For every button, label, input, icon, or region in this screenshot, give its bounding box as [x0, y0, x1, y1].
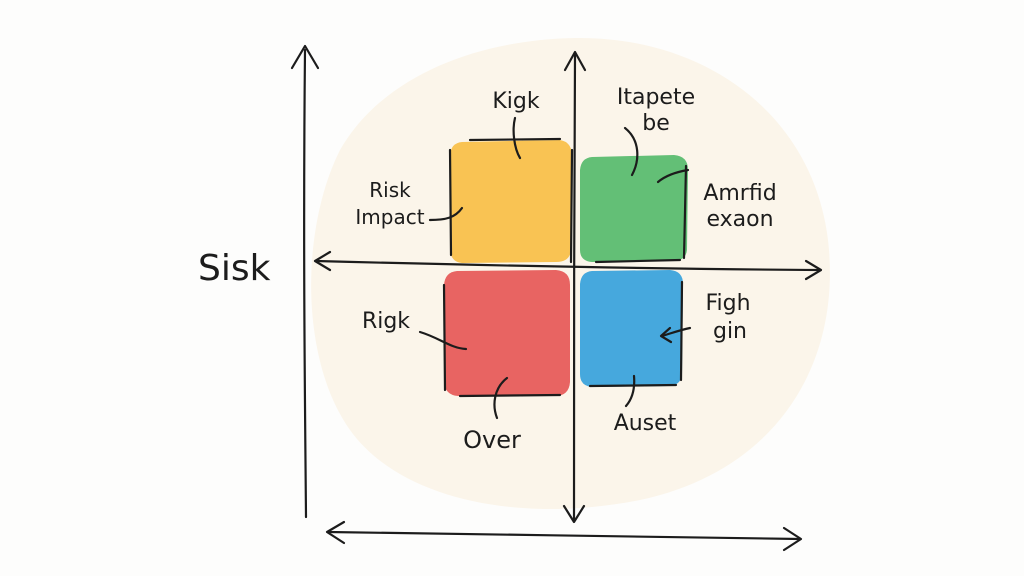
- quadrant-bottom-left: [444, 270, 570, 396]
- quadrant-top-left: [450, 140, 572, 263]
- connector-right-lower: [660, 326, 692, 338]
- label-top-center: Kigk: [492, 89, 540, 114]
- label-left-upper-line1: Risk: [369, 178, 411, 202]
- label-right-upper-line1: Amrfid: [703, 181, 776, 206]
- center-axis-bottom-arrowhead: [562, 504, 586, 524]
- quadrant-bottom-left-outline: [442, 283, 562, 398]
- connector-top-center: [512, 116, 522, 160]
- connector-top-right: [623, 126, 639, 177]
- left-vertical-axis: [303, 48, 308, 519]
- connector-bottom-left: [493, 376, 509, 420]
- center-horizontal-axis: [314, 259, 822, 272]
- connector-right-lower-arrowhead: [659, 326, 673, 344]
- background-blob: [311, 37, 830, 510]
- center-axis-left-arrowhead: [313, 250, 332, 272]
- label-bottom-left: Over: [463, 426, 521, 454]
- label-left-lower: Rigk: [362, 309, 410, 334]
- quadrant-top-right-outline: [594, 164, 688, 264]
- bottom-axis-left-arrowhead: [325, 520, 346, 545]
- side-label: Sisk: [198, 248, 271, 289]
- label-right-lower-line1: Figh: [705, 291, 750, 316]
- left-vertical-axis-arrowhead: [290, 44, 320, 70]
- label-right-lower-line2: gin: [713, 319, 747, 344]
- center-axis-top-arrowhead: [563, 50, 587, 72]
- connector-right-upper: [656, 168, 690, 184]
- label-left-upper-line2: Impact: [355, 205, 424, 229]
- quadrant-bottom-right: [580, 270, 683, 387]
- connector-left-lower: [418, 330, 468, 351]
- connector-bottom-right: [624, 374, 636, 408]
- center-vertical-axis: [572, 53, 577, 522]
- center-axis-right-arrowhead: [804, 259, 823, 281]
- label-bottom-right: Auset: [614, 411, 677, 436]
- connector-left-upper: [428, 206, 464, 222]
- bottom-axis-right-arrowhead: [782, 526, 803, 552]
- label-right-upper-line2: exaon: [706, 207, 773, 232]
- bottom-horizontal-axis: [326, 530, 802, 541]
- label-top-right-line2: be: [642, 111, 670, 136]
- label-top-right-line1: Itapete: [617, 85, 695, 110]
- quadrant-top-right: [580, 155, 688, 262]
